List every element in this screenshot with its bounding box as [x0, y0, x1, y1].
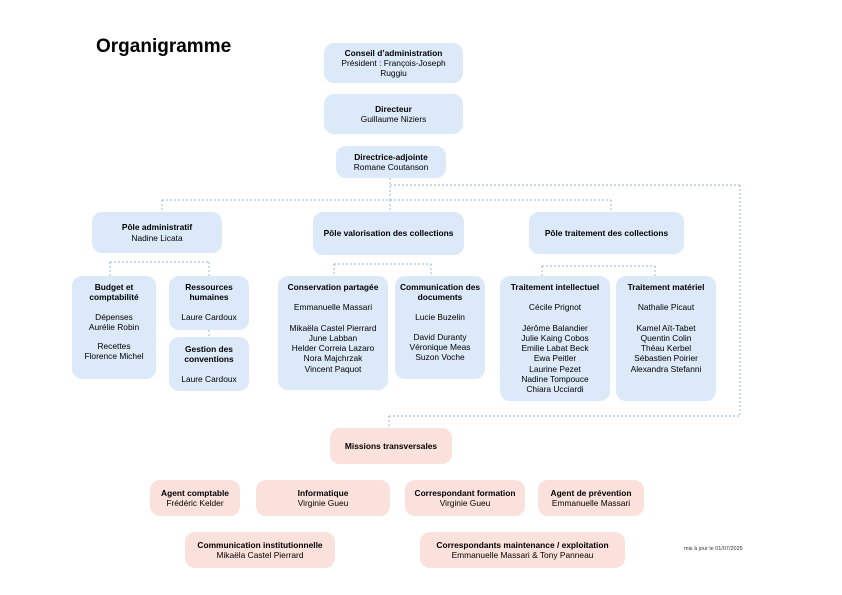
unit-rh-name: Laure Cardoux	[181, 311, 237, 322]
director-title: Directeur	[375, 103, 412, 114]
unit-communication-docs-lead: Lucie Buzelin	[415, 311, 465, 322]
member-name: Chiara Ucciardi	[526, 384, 584, 395]
member-name: Véronique Meas	[409, 342, 471, 353]
member-name: Sébastien Poirier	[634, 353, 698, 364]
member-name: Jérôme Balandier	[522, 322, 588, 333]
member-name: Julie Kaing Cobos	[521, 332, 589, 343]
pole-traitement-title: Pôle traitement des collections	[544, 227, 669, 238]
pole-valorisation-title: Pôle valorisation des collections	[323, 228, 454, 239]
unit-intellectuel-lead: Cécile Prignot	[528, 302, 582, 313]
member-name: Laurine Pezet	[529, 363, 581, 374]
unit-rh-box: Ressources humaines Laure Cardoux	[169, 276, 249, 330]
member-name: Kamel Aït-Tabet	[636, 322, 696, 333]
mission-maintenance-box: Correspondants maintenance / exploitatio…	[420, 532, 625, 568]
mission-informatique-box: Informatique Virginie Gueu	[256, 480, 390, 516]
missions-box: Missions transversales	[330, 428, 452, 464]
member-name: David Duranty	[413, 331, 467, 342]
mission-formation-title: Correspondant formation	[414, 487, 516, 498]
member-name: Suzon Voche	[415, 352, 465, 363]
member-name: June Labban	[308, 332, 358, 343]
member-name: Vincent Paquot	[304, 363, 362, 374]
pole-admin-box: Pôle administratif Nadine Licata	[92, 212, 222, 253]
board-title: Conseil d’administration	[344, 47, 443, 58]
deputy-title: Directrice-adjointe	[354, 151, 428, 162]
member-name: Théau Kerbel	[640, 343, 692, 354]
director-box: Directeur Guillaume Niziers	[324, 94, 463, 134]
member-name: Quentin Colin	[640, 332, 692, 343]
mission-maintenance-title: Correspondants maintenance / exploitatio…	[436, 539, 609, 550]
mission-formation-name: Virginie Gueu	[439, 498, 491, 508]
missions-title: Missions transversales	[344, 440, 438, 451]
mission-agent-comptable-title: Agent comptable	[161, 487, 229, 498]
unit-conservation-title: Conservation partagée	[287, 282, 379, 292]
page-title: Organigramme	[96, 36, 232, 57]
unit-materiel-title: Traitement matériel	[627, 282, 705, 292]
director-name: Guillaume Niziers	[360, 114, 427, 124]
mission-communication-inst-name: Mikaëla Castel Pierrard	[216, 550, 304, 560]
mission-prevention-box: Agent de prévention Emmanuelle Massari	[538, 480, 644, 516]
mission-informatique-title: Informatique	[297, 487, 349, 498]
unit-communication-docs-title: Communication des documents	[399, 282, 481, 303]
pole-admin-title: Pôle administratif	[121, 222, 193, 233]
unit-communication-docs-box: Communication des documents Lucie Buzeli…	[395, 276, 485, 379]
board-president: Président : François-Joseph Ruggiu	[341, 57, 446, 79]
unit-conservation-box: Conservation partagée Emmanuelle Massari…	[278, 276, 388, 390]
unit-materiel-box: Traitement matériel Nathalie Picaut Kame…	[616, 276, 716, 401]
unit-conservation-lead: Emmanuelle Massari	[293, 302, 373, 313]
unit-budget-line: Florence Michel	[84, 351, 144, 362]
unit-conventions-box: Gestion des conventions Laure Cardoux	[169, 337, 249, 391]
unit-budget-line: Aurélie Robin	[88, 321, 140, 332]
pole-admin-name: Nadine Licata	[131, 232, 183, 243]
mission-prevention-name: Emmanuelle Massari	[551, 498, 631, 508]
unit-materiel-lead: Nathalie Picaut	[637, 302, 695, 313]
mission-agent-comptable-box: Agent comptable Frédéric Kelder	[150, 480, 240, 516]
board-box: Conseil d’administration Président : Fra…	[324, 43, 463, 83]
unit-budget-line: Recettes	[97, 341, 131, 352]
unit-budget-title: Budget et comptabilité	[89, 282, 139, 303]
update-date-note: mis à jour le 01/07/2025	[684, 546, 743, 552]
deputy-box: Directrice-adjointe Romane Coutanson	[336, 146, 446, 178]
pole-traitement-box: Pôle traitement des collections	[529, 212, 684, 254]
pole-valorisation-box: Pôle valorisation des collections	[313, 212, 464, 255]
mission-maintenance-name: Emmanuelle Massari & Tony Panneau	[451, 550, 594, 560]
unit-intellectuel-box: Traitement intellectuel Cécile Prignot J…	[500, 276, 610, 401]
unit-budget-box: Budget et comptabilité Dépenses Aurélie …	[72, 276, 156, 379]
deputy-name: Romane Coutanson	[353, 162, 429, 172]
mission-communication-inst-title: Communication institutionnelle	[197, 539, 323, 550]
member-name: Alexandra Stefanni	[630, 363, 702, 374]
mission-prevention-title: Agent de prévention	[550, 487, 632, 498]
unit-intellectuel-title: Traitement intellectuel	[510, 282, 600, 292]
unit-rh-title: Ressources humaines	[185, 282, 233, 303]
mission-agent-comptable-name: Frédéric Kelder	[166, 498, 224, 508]
member-name: Helder Correia Lazaro	[291, 343, 375, 354]
member-name: Emilie Labat Beck	[521, 343, 589, 354]
member-name: Nora Majchrzak	[303, 353, 363, 364]
mission-informatique-name: Virginie Gueu	[297, 498, 349, 508]
unit-conventions-title: Gestion des conventions	[184, 344, 234, 365]
unit-conventions-name: Laure Cardoux	[181, 373, 237, 384]
unit-budget-line: Dépenses	[95, 311, 133, 322]
member-name: Ewa Peitler	[533, 353, 577, 364]
member-name: Nadine Tompouce	[521, 374, 589, 385]
mission-communication-inst-box: Communication institutionnelle Mikaëla C…	[185, 532, 335, 568]
member-name: Mikaëla Castel Pierrard	[289, 322, 377, 333]
mission-formation-box: Correspondant formation Virginie Gueu	[405, 480, 525, 516]
